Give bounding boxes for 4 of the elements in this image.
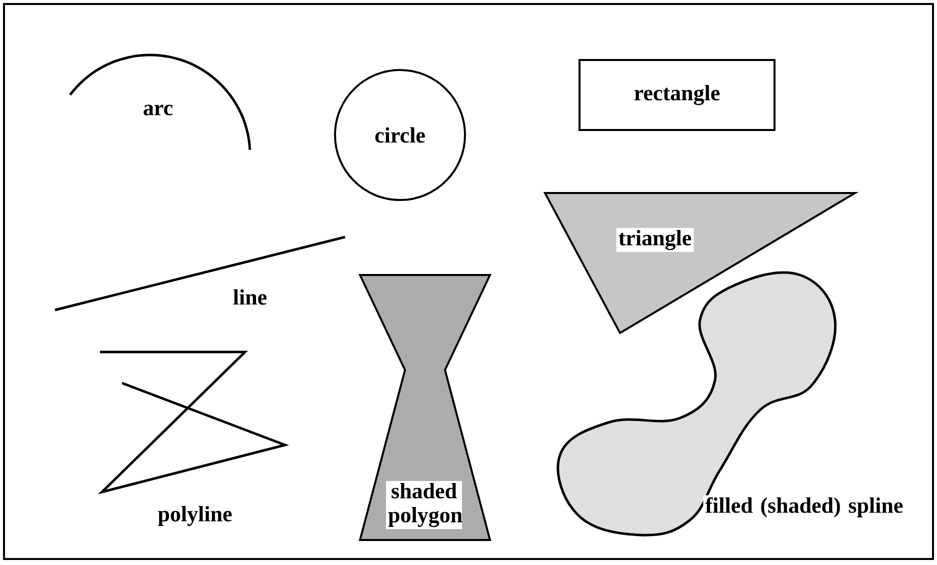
- shape-label: polyline: [158, 506, 232, 526]
- shape-label: line: [233, 289, 267, 305]
- shape-caption: filled (shaded) spline: [703, 495, 908, 520]
- shape-label: arc: [144, 104, 173, 116]
